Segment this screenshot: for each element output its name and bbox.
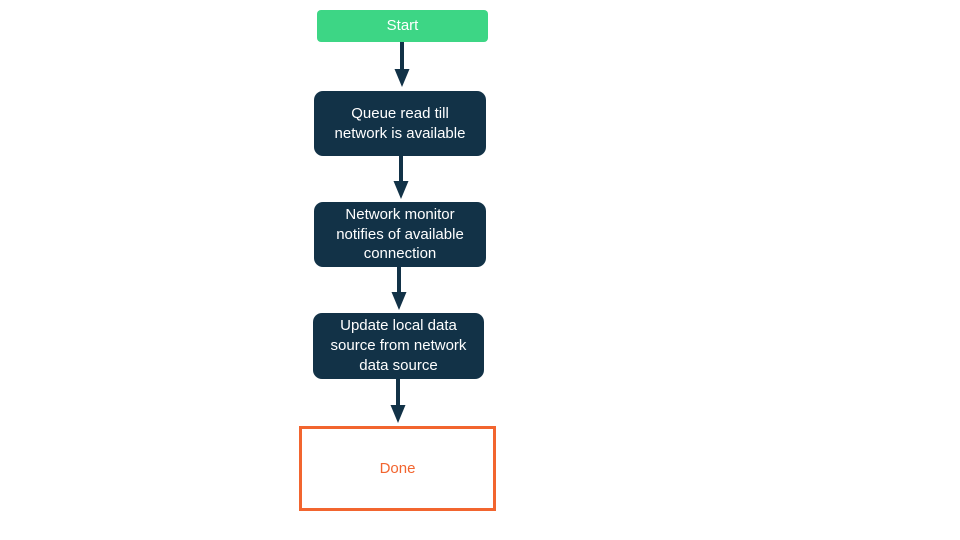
flow-node-update-local-data-source-label: Update local data source from network da…	[330, 317, 467, 374]
flow-node-network-monitor-label: Network monitor notifies of available co…	[336, 205, 464, 263]
flow-node-update-local-data-source[interactable]: Update local data source from network da…	[313, 313, 484, 379]
flow-node-queue-read[interactable]: Queue read till network is available	[314, 91, 486, 156]
connector-update-local-to-done	[390, 379, 406, 426]
connector-queue-read-to-network-monitor	[393, 156, 409, 202]
flow-node-done[interactable]: Done	[299, 426, 496, 511]
flow-node-network-monitor[interactable]: Network monitor notifies of available co…	[314, 202, 486, 267]
flow-node-queue-read-label: Queue read till network is available	[334, 104, 466, 142]
flow-node-done-label: Done	[379, 459, 416, 477]
flow-node-start[interactable]: Start	[317, 10, 488, 42]
connector-start-to-queue-read	[394, 42, 410, 89]
flow-node-start-label: Start	[386, 17, 419, 35]
connector-network-monitor-to-update-local	[391, 267, 407, 313]
